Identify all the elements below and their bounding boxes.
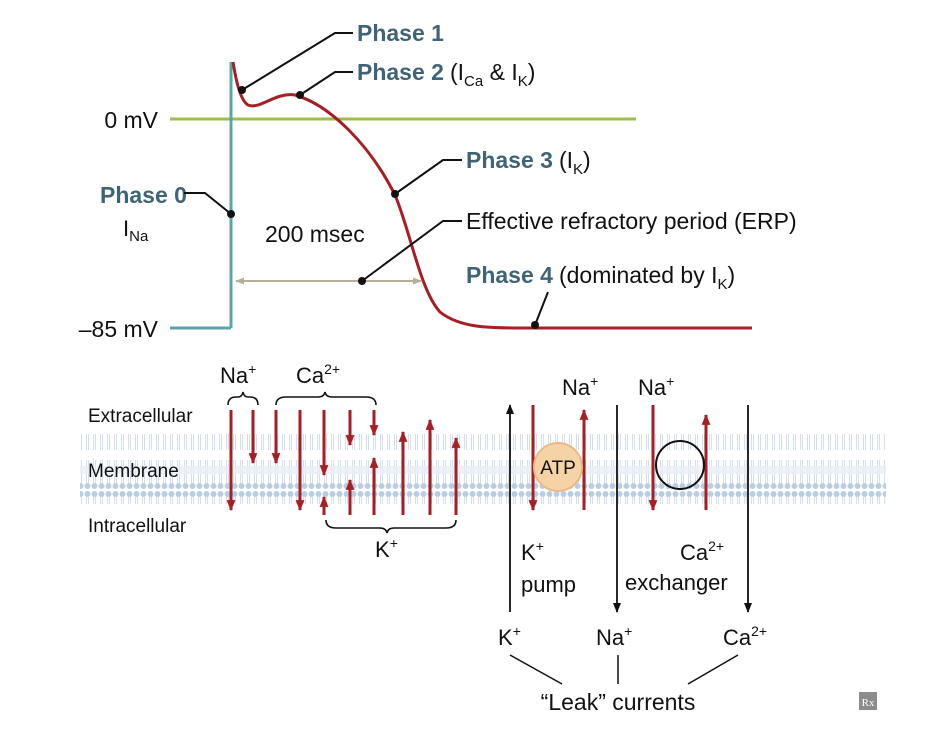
- phase-3-leader: [394, 159, 462, 195]
- action-potential-curve: [231, 61, 752, 330]
- action-potential-graph: 0 mV –85 mV 200 msec Phase 0 INa Phase 1…: [79, 20, 797, 342]
- leak-ca-label: Ca2+: [723, 623, 767, 650]
- phase-4-leader: [534, 291, 549, 326]
- ca-channel-arrows: [271, 410, 379, 512]
- k-channel-arrows: [319, 418, 461, 515]
- pump-label: pump: [521, 572, 576, 597]
- pump-na-label: Na+: [562, 373, 598, 400]
- na-channel-arrows: [226, 410, 258, 512]
- phase-3-dot: [391, 190, 399, 198]
- na-brace: [227, 391, 259, 406]
- phase-1-leader: [241, 32, 353, 91]
- phase-0-dot: [227, 210, 235, 218]
- phase-0-label: Phase 0: [100, 182, 187, 208]
- phase-3-label: Phase 3(IK): [466, 147, 591, 178]
- phase-2-dot: [296, 91, 304, 99]
- phase-1-label: Phase 1: [357, 20, 444, 46]
- phase-2-label: Phase 2(ICa & IK): [357, 59, 535, 90]
- atp-circle: [533, 442, 583, 492]
- membrane-core: [80, 466, 886, 474]
- rx-badge-text: Rx: [862, 697, 875, 709]
- leak-currents-label: “Leak” currents: [541, 689, 696, 715]
- k-brace: [325, 519, 457, 534]
- exchanger-circle: [655, 440, 705, 490]
- duration-label: 200 msec: [265, 221, 365, 247]
- phase-0-current: INa: [123, 216, 149, 245]
- pump-k-label: K+: [521, 538, 544, 565]
- exchanger-ca-label: Ca2+: [680, 538, 724, 565]
- zero-mv-label: 0 mV: [104, 107, 158, 133]
- phase-2-leader: [299, 71, 353, 96]
- membrane-section: Extracellular Membrane Intracellular Na+…: [80, 361, 886, 715]
- leak-connector-ca: [687, 654, 739, 685]
- phase-4-label: Phase 4(dominated by IK): [466, 262, 735, 293]
- phase-1-dot: [238, 86, 246, 94]
- phase-0-leader: [184, 192, 232, 215]
- leak-connector-k: [509, 654, 563, 685]
- phase-4-dot: [531, 321, 539, 329]
- rx-badge-box: [859, 692, 877, 710]
- exchanger-na-label: Na+: [638, 373, 674, 400]
- erp-leader: [361, 220, 462, 282]
- ca-channel-label: Ca2+: [296, 361, 340, 388]
- atp-label: ATP: [540, 458, 576, 479]
- resting-mv-label: –85 mV: [79, 316, 159, 342]
- membrane-label: Membrane: [88, 461, 179, 482]
- leak-k-label: K+: [498, 623, 521, 650]
- exchanger-label: exchanger: [625, 570, 728, 595]
- intracellular-label: Intracellular: [88, 516, 187, 537]
- k-channel-label: K+: [375, 535, 398, 562]
- leak-na-label: Na+: [596, 623, 632, 650]
- erp-label: Effective refractory period (ERP): [466, 208, 797, 234]
- rx-badge: Rx: [859, 692, 877, 710]
- erp-dot: [358, 277, 366, 285]
- extracellular-label: Extracellular: [88, 406, 193, 427]
- ca-brace: [275, 391, 377, 406]
- na-channel-label: Na+: [220, 361, 256, 388]
